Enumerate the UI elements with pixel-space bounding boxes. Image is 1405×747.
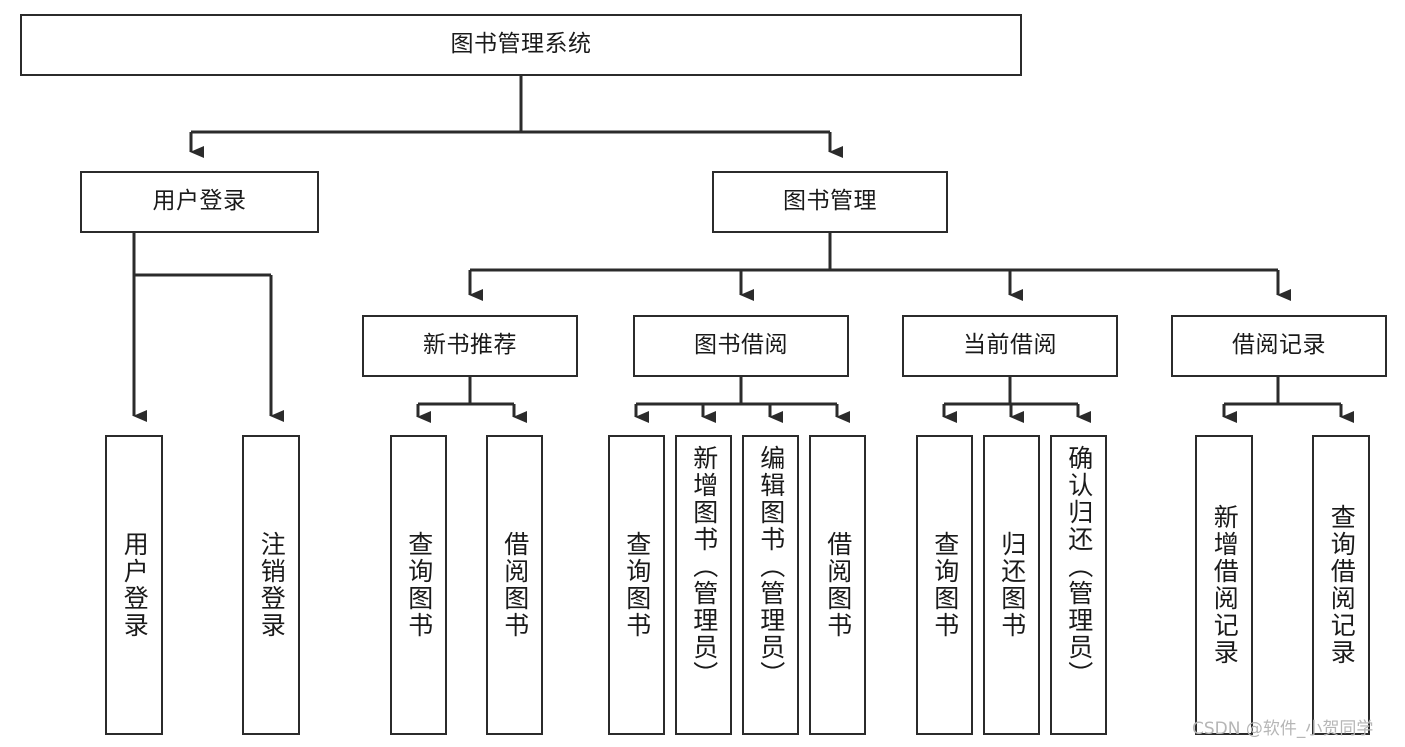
- node-leaf-add-book-label: 新增图书（管理员）: [689, 445, 719, 688]
- node-leaf-edit-book[interactable]: 编辑图书（管理员）: [742, 435, 799, 735]
- node-book-manage[interactable]: 图书管理: [712, 171, 948, 233]
- node-leaf-query-book-2[interactable]: 查询图书: [608, 435, 665, 735]
- node-leaf-logout-label: 注销登录: [257, 531, 287, 639]
- node-leaf-return-book-label: 归还图书: [997, 531, 1027, 639]
- node-leaf-user-login[interactable]: 用户登录: [105, 435, 163, 735]
- node-borrow-record-label: 借阅记录: [1232, 332, 1326, 359]
- node-leaf-logout[interactable]: 注销登录: [242, 435, 300, 735]
- node-new-book-recommend[interactable]: 新书推荐: [362, 315, 578, 377]
- node-borrow-record[interactable]: 借阅记录: [1171, 315, 1387, 377]
- node-leaf-edit-book-label: 编辑图书（管理员）: [756, 445, 786, 688]
- node-leaf-query-book-1[interactable]: 查询图书: [390, 435, 447, 735]
- node-current-borrow-label: 当前借阅: [963, 332, 1057, 359]
- node-leaf-add-record[interactable]: 新增借阅记录: [1195, 435, 1253, 735]
- node-leaf-user-login-label: 用户登录: [120, 531, 150, 639]
- node-current-borrow[interactable]: 当前借阅: [902, 315, 1118, 377]
- node-leaf-borrow-book-2-label: 借阅图书: [823, 531, 853, 639]
- node-leaf-query-record-label: 查询借阅记录: [1327, 504, 1357, 666]
- node-user-login[interactable]: 用户登录: [80, 171, 319, 233]
- node-book-borrow[interactable]: 图书借阅: [633, 315, 849, 377]
- node-leaf-query-book-3-label: 查询图书: [930, 531, 960, 639]
- node-leaf-borrow-book-1[interactable]: 借阅图书: [486, 435, 543, 735]
- node-leaf-query-book-3[interactable]: 查询图书: [916, 435, 973, 735]
- node-leaf-add-record-label: 新增借阅记录: [1210, 504, 1240, 666]
- node-leaf-query-book-1-label: 查询图书: [404, 531, 434, 639]
- csdn-watermark: CSDN @软件_小贺同学: [1192, 719, 1374, 739]
- node-root[interactable]: 图书管理系统: [20, 14, 1022, 76]
- node-leaf-confirm-return-label: 确认归还（管理员）: [1064, 445, 1094, 688]
- node-leaf-query-record[interactable]: 查询借阅记录: [1312, 435, 1370, 735]
- node-leaf-confirm-return[interactable]: 确认归还（管理员）: [1050, 435, 1107, 735]
- node-new-book-recommend-label: 新书推荐: [423, 332, 517, 359]
- node-leaf-add-book[interactable]: 新增图书（管理员）: [675, 435, 732, 735]
- node-leaf-query-book-2-label: 查询图书: [622, 531, 652, 639]
- node-user-login-label: 用户登录: [152, 188, 247, 215]
- node-leaf-return-book[interactable]: 归还图书: [983, 435, 1040, 735]
- node-root-label: 图书管理系统: [450, 31, 592, 58]
- node-book-borrow-label: 图书借阅: [694, 332, 788, 359]
- node-book-manage-label: 图书管理: [783, 188, 877, 215]
- node-leaf-borrow-book-1-label: 借阅图书: [500, 531, 530, 639]
- node-leaf-borrow-book-2[interactable]: 借阅图书: [809, 435, 866, 735]
